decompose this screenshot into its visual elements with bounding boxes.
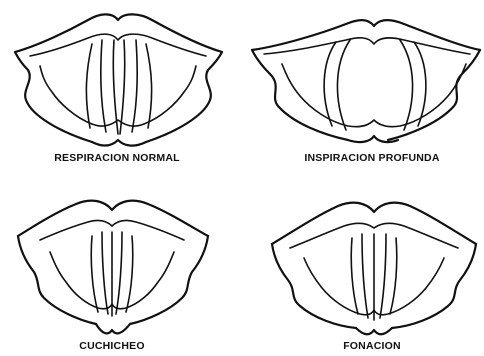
label-inspiracion-profunda: INSPIRACION PROFUNDA [304, 153, 439, 164]
label-fonacion: FONACION [343, 341, 401, 352]
label-respiracion-normal: RESPIRACION NORMAL [54, 153, 180, 164]
label-cuchicheo: CUCHICHEO [79, 341, 144, 352]
